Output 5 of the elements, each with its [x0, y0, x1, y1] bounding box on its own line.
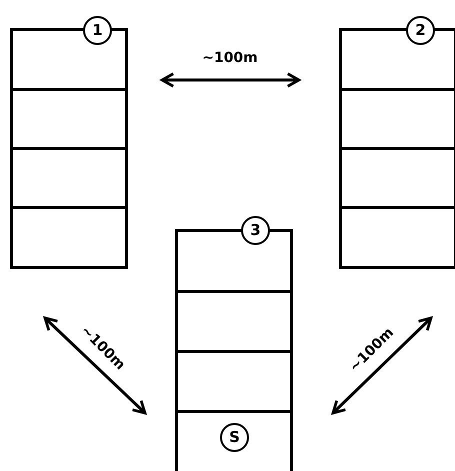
distance-label: ~100m [202, 50, 258, 66]
number-circle: 2 [406, 16, 435, 45]
number-circle: 1 [83, 16, 112, 45]
number-circle: S [220, 423, 249, 452]
number-circle: 3 [241, 216, 270, 245]
